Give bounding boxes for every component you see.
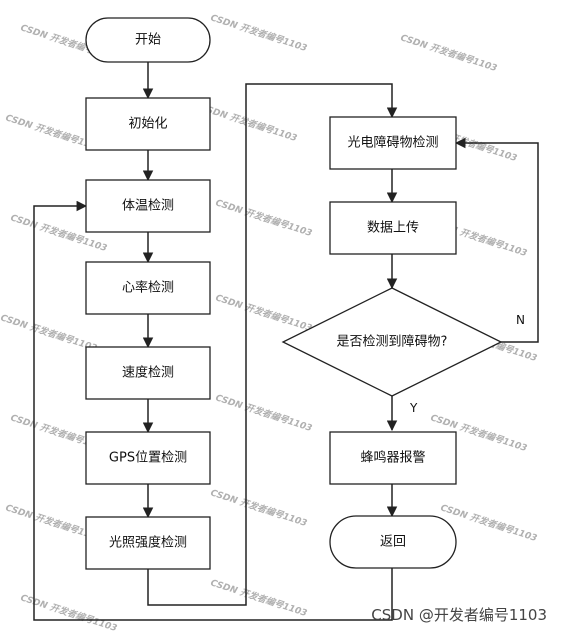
edge-label-no: N [516, 313, 525, 327]
edge-label-yes: Y [409, 401, 418, 415]
node-gps [85, 431, 211, 485]
watermark-text: CSDN 开发者编号1103 [199, 102, 298, 144]
watermark-text: CSDN 开发者编号1103 [214, 197, 313, 239]
label-gps: GPS位置检测 [109, 451, 187, 466]
node-heart [85, 261, 211, 315]
node-init [85, 97, 211, 151]
watermark-text: CSDN 开发者编号1103 [0, 312, 98, 354]
watermark-text: CSDN 开发者编号1103 [209, 487, 308, 529]
node-light [85, 516, 211, 570]
watermark-text: CSDN 开发者编号1103 [399, 32, 498, 74]
label-init: 初始化 [128, 117, 167, 132]
label-buzzer: 蜂鸣器报警 [360, 450, 425, 466]
node-temp [85, 179, 211, 233]
node-start [85, 17, 211, 63]
watermark-text: CSDN 开发者编号1103 [209, 577, 308, 619]
node-buzzer [329, 431, 457, 485]
label-start: 开始 [135, 33, 161, 48]
node-upload [329, 201, 457, 255]
edge-decision-no [454, 137, 539, 343]
label-decision: 是否检测到障碍物? [337, 335, 448, 350]
label-obstacle: 光电障碍物检测 [347, 136, 438, 151]
label-return: 返回 [380, 535, 406, 550]
watermark-text: CSDN 开发者编号1103 [209, 12, 308, 54]
connectors [33, 62, 539, 621]
label-upload: 数据上传 [367, 221, 419, 236]
footer-credit: CSDN @开发者编号1103 [371, 606, 547, 624]
node-obstacle [329, 116, 457, 170]
label-speed: 速度检测 [122, 365, 174, 381]
edge-light-obstacle [147, 83, 398, 606]
label-temp: 体温检测 [122, 199, 174, 214]
watermark-text: CSDN 开发者编号1103 [214, 392, 313, 434]
node-return [329, 515, 457, 569]
label-heart: 心率检测 [122, 280, 174, 296]
node-speed [85, 346, 211, 400]
label-light: 光照强度检测 [109, 535, 187, 551]
edge-return-loop [33, 200, 393, 621]
node-decision [281, 287, 503, 397]
watermark-text: CSDN 开发者编号1103 [214, 292, 313, 334]
